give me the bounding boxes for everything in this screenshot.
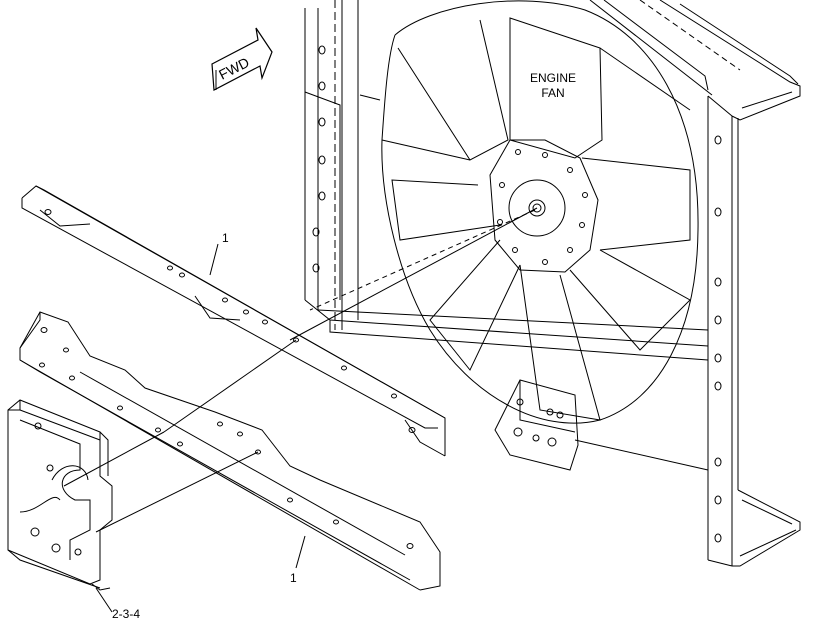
lower-support-bar bbox=[19, 311, 441, 591]
fwd-label: FWD bbox=[216, 54, 252, 83]
engine-fan bbox=[381, 0, 699, 424]
callout-upper-bar: 1 bbox=[222, 231, 229, 245]
engine-fan-label-line1: ENGINE bbox=[530, 71, 576, 85]
radiator-frame bbox=[304, 0, 801, 567]
callout-lower-bar: 1 bbox=[290, 571, 297, 585]
assembly-lines bbox=[63, 207, 538, 533]
bracket-assembly bbox=[7, 399, 113, 613]
engine-fan-label-line2: FAN bbox=[541, 86, 564, 100]
fan-mount-bracket bbox=[494, 379, 579, 471]
upper-support-bar bbox=[21, 185, 446, 457]
callout-bracket: 2-3-4 bbox=[112, 607, 140, 621]
fwd-arrow-icon bbox=[211, 27, 273, 91]
